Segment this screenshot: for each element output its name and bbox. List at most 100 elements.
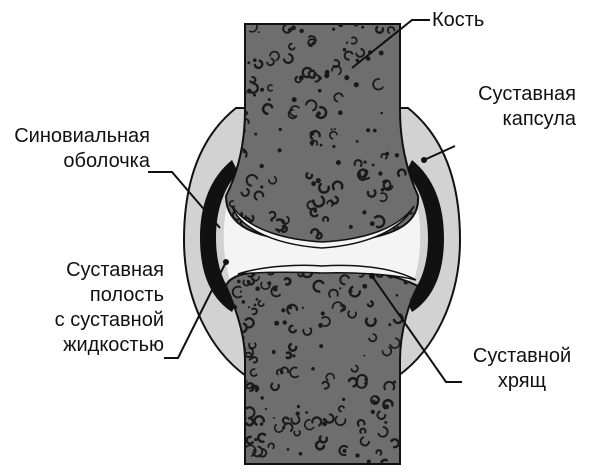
bone-pore [362,210,367,215]
bone-pore [364,317,377,328]
bone-pore [257,300,265,308]
bone-pore [277,230,281,233]
bone-pore [267,98,271,102]
bone-pore [325,372,335,382]
bone-pore [339,304,347,312]
bone-pore [254,438,258,442]
bone-pore [347,376,359,388]
bone-pore [267,84,273,92]
bone-pore [320,311,325,316]
bone-pore [316,111,321,116]
bone-pore [407,366,417,374]
bone-pore [350,36,358,45]
bone-pore [332,59,341,68]
bone-pore [247,82,259,94]
bone-pore [226,96,232,107]
leader-dots [223,157,427,279]
bone-pore [275,368,284,376]
upper-cartilage [231,205,415,249]
bone-pore [233,97,239,103]
bone-pore [363,172,370,180]
bone-pore [268,176,278,185]
bone-pore [286,448,290,451]
bone-pore [307,38,316,48]
bone-pore [233,45,243,57]
bone-pore [245,174,259,187]
bone-pore [253,59,264,70]
bone-pore [355,140,359,143]
bone-pore [271,350,276,354]
bone-pore [289,105,300,118]
bone-pore [272,416,275,419]
bone-pore [363,160,367,164]
bone-pore [290,415,301,425]
bone-pore [411,38,419,45]
bone-pore [288,324,298,334]
bone-pore [345,41,349,44]
label-joint-cavity: Суставная полость с суставной жидкостью [54,259,164,356]
bone-pore [266,57,275,67]
bone-pore [226,87,234,95]
bone-pore [353,82,359,88]
bone-pore [342,47,347,52]
bone-pore [270,218,273,222]
bone-pore [267,281,272,286]
bone-pore [355,58,360,63]
bone-pore [260,87,265,92]
bone-pore [333,92,344,103]
synovial-membrane-right [406,160,444,312]
bone-pore [382,398,394,410]
bone-pore [309,130,321,141]
bone-pore [317,88,322,93]
bone-pore [231,211,244,221]
synovial-membrane-left [200,160,238,312]
bone-pore [288,42,296,51]
bone-pore [309,140,315,145]
bone-pore [281,416,290,425]
bone-pore [277,148,282,153]
bone-pore [348,224,353,229]
bone-pore [343,50,354,61]
bone-pore [392,312,404,325]
bone-pore [292,354,296,358]
leader-line-bone [351,19,430,69]
bone-pore [411,391,418,399]
bone-pore [331,180,344,191]
bone-pore [270,382,280,392]
bone-pore [388,323,392,327]
bone-pore [273,287,278,292]
bone-pore [251,445,264,458]
bone-pore [299,28,304,34]
bone-pore [338,110,343,115]
bone-pore [366,128,371,133]
bone-pore [227,75,231,79]
bone-pore [338,24,344,28]
bone-pore [315,178,321,184]
bone-pore [339,287,342,290]
bone-pore [260,185,264,189]
label-joint-capsule: Суставная капсула [478,83,576,130]
bone-pore [355,48,366,58]
bone-pore [348,288,353,294]
bone-pore [257,31,260,34]
bone-pore [254,132,258,136]
bone-pore [318,435,329,444]
bone-pore [298,451,303,456]
bone-pore [376,410,387,420]
bone-pore [247,306,251,309]
bone-pore [382,180,394,191]
bone-pore [333,128,336,131]
bone-pore [373,214,386,229]
bone-pore [414,370,418,373]
bone-pore [255,298,259,301]
bone-pore [405,417,410,422]
bone-pore [233,384,244,395]
bone-pore [374,25,385,34]
bone-pore [317,182,330,194]
bone-pore [395,294,399,297]
bone-pore [359,427,367,434]
bone-pore [379,192,388,203]
bone-pore [248,342,257,350]
bone-pore [321,316,331,327]
bone-pore [243,406,256,419]
